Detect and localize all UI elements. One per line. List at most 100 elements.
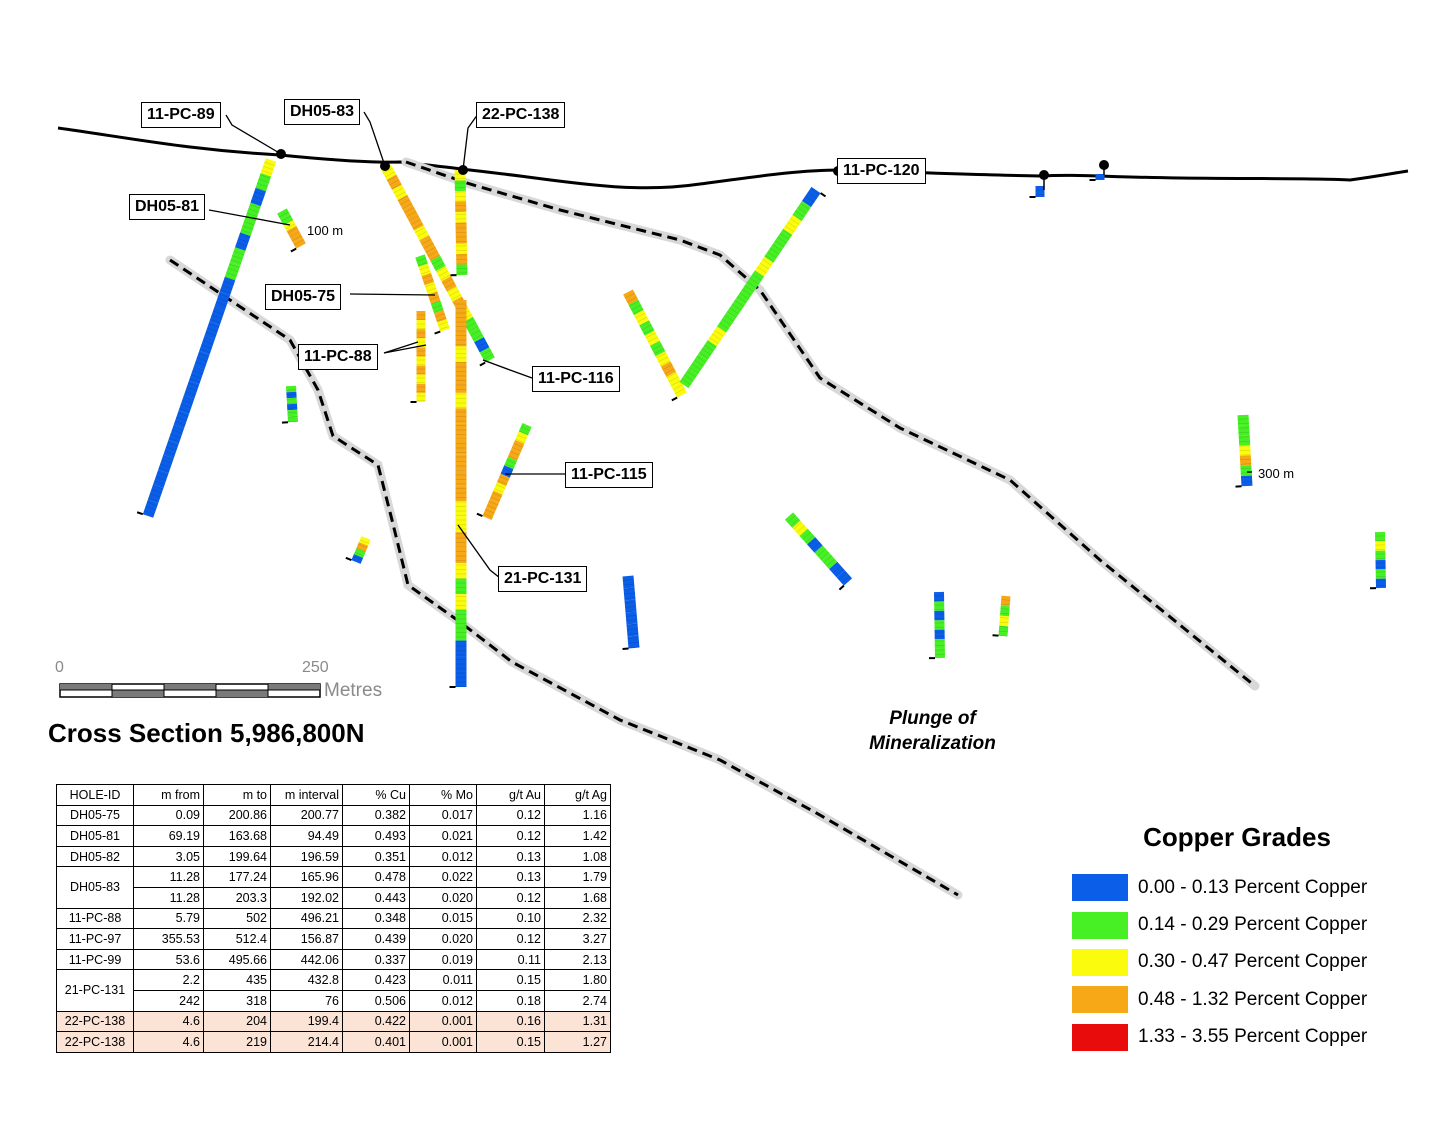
cell-value: 1.80 [544, 969, 611, 991]
hole-label-11-pc-116: 11-PC-116 [532, 366, 620, 392]
cell-value: 1.16 [544, 804, 611, 827]
grade-interval [289, 231, 303, 243]
grade-interval [821, 553, 838, 570]
interval-divider [391, 183, 402, 190]
copper-grade-legend: Copper Grades 0.00 - 0.13 Percent Copper… [1072, 822, 1392, 1056]
interval-divider [660, 360, 671, 367]
topography-line [57, 126, 1409, 190]
hole-label-dh05-83: DH05-83 [284, 99, 361, 125]
scale-start-label: 0 [55, 659, 64, 676]
interval-divider [434, 262, 445, 269]
grade-interval [644, 330, 660, 347]
interval-divider [490, 496, 500, 502]
grade-interval [240, 217, 256, 236]
grade-interval [773, 228, 793, 249]
interval-divider [444, 282, 455, 289]
interval-divider [287, 227, 298, 234]
cell-hole-id: 22-PC-138 [56, 1031, 134, 1053]
interval-divider [161, 459, 173, 464]
interval-divider [626, 296, 637, 303]
interval-divider [757, 266, 767, 274]
grade-interval [792, 520, 808, 537]
interval-divider [724, 315, 734, 322]
interval-divider [211, 314, 223, 319]
interval-divider [249, 204, 261, 209]
interval-divider [1241, 481, 1253, 483]
interval-divider [176, 416, 187, 422]
interval-divider [419, 266, 429, 271]
interval-divider [201, 344, 212, 349]
cell-value: 200.86 [203, 804, 271, 827]
grade-interval [178, 395, 195, 414]
interval-divider [232, 255, 243, 260]
cell-value: 192.02 [270, 886, 343, 909]
interval-divider [223, 280, 234, 285]
interval-divider [841, 575, 850, 584]
cell-value: 94.49 [270, 825, 343, 847]
interval-divider [205, 331, 217, 336]
interval-divider [210, 319, 221, 324]
interval-divider [426, 287, 437, 292]
cell-value: 0.15 [476, 1031, 545, 1053]
interval-divider [393, 187, 404, 194]
end-of-hole-tick [819, 192, 827, 198]
drill-hole-trace [381, 164, 495, 367]
interval-divider [762, 259, 772, 266]
interval-divider [285, 223, 296, 230]
cell-value: 0.18 [476, 989, 545, 1012]
cell-hole-id: 22-PC-138 [56, 1010, 134, 1033]
interval-divider [212, 310, 224, 315]
interval-divider [814, 545, 823, 554]
interval-divider [242, 225, 253, 230]
legend-swatch [1072, 948, 1128, 976]
plunge-line-1: Plunge of [889, 708, 976, 729]
interval-divider [429, 296, 440, 300]
cell-value: 512.4 [203, 928, 271, 950]
grade-interval [792, 200, 812, 221]
interval-divider [483, 513, 493, 518]
grade-interval [173, 410, 190, 429]
interval-divider [224, 276, 236, 281]
grade-interval [194, 351, 210, 370]
drill-hole-trace [415, 254, 450, 335]
drill-hole-trace [136, 158, 277, 518]
interval-divider [805, 535, 814, 543]
interval-divider [412, 223, 423, 229]
interval-divider [421, 238, 432, 245]
drill-hole-trace [410, 311, 426, 403]
interval-divider [782, 229, 792, 236]
interval-divider [287, 416, 298, 418]
interval-divider [400, 199, 410, 206]
interval-divider [382, 167, 393, 174]
interval-divider [656, 352, 667, 359]
drill-hole-trace [1089, 174, 1105, 181]
interval-divider [802, 531, 811, 540]
grade-interval [623, 587, 636, 601]
grade-interval [199, 336, 215, 355]
grade-interval [292, 237, 306, 249]
grade-interval [204, 321, 220, 340]
drill-hole-trace [476, 423, 532, 520]
grade-interval [626, 623, 639, 637]
grade-interval [1240, 475, 1253, 487]
hole-label-11-pc-115: 11-PC-115 [565, 462, 653, 488]
interval-divider [164, 450, 176, 456]
interval-divider [258, 178, 270, 183]
cell-value: 0.012 [409, 845, 477, 868]
interval-divider [999, 621, 1009, 624]
interval-divider [495, 484, 506, 489]
interval-divider [235, 246, 246, 251]
cell-value: 0.13 [476, 845, 545, 868]
interval-divider [719, 322, 729, 330]
cell-value: 318 [203, 989, 271, 1012]
section-title: Cross Section 5,986,800N [48, 718, 365, 748]
depth-label-300m: 300 m [1258, 466, 1295, 481]
grade-interval [754, 256, 774, 277]
interval-divider [626, 619, 638, 622]
interval-divider [387, 175, 398, 182]
interval-divider [446, 286, 457, 293]
